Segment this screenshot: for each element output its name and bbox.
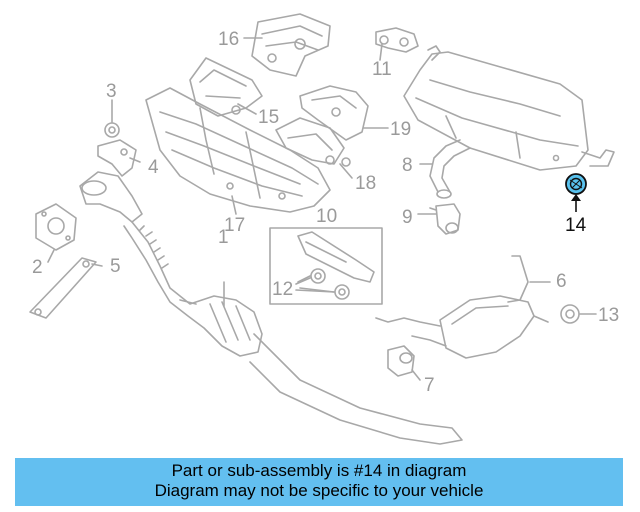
front-pipe-catalytic-part-1 [79, 171, 463, 445]
bracket-part-18 [275, 117, 351, 167]
callout-3: 3 [106, 81, 117, 102]
highlighted-mount-part-14[interactable] [565, 173, 587, 195]
center-muffler-part-6 [375, 255, 549, 359]
callout-10: 10 [316, 206, 338, 227]
heat-shield-part-16 [251, 13, 331, 77]
hanger-bracket-part-11 [375, 27, 419, 53]
exhaust-system-diagram [29, 13, 615, 445]
callout-19: 19 [390, 119, 412, 140]
banner-line-2: Diagram may not be specific to your vehi… [154, 481, 484, 500]
callout-18: 18 [355, 173, 377, 194]
bracket-part-5 [29, 257, 97, 319]
leader-lines [47, 37, 597, 381]
heat-shield-part-15 [189, 57, 263, 117]
gasket-part-2 [35, 203, 77, 251]
info-banner: Part or sub-assembly is #14 in diagram D… [15, 458, 623, 506]
callout-13: 13 [598, 305, 620, 326]
heat-shield-part-19 [299, 85, 369, 141]
nut-part-3 [104, 99, 120, 138]
clamp-part-7 [387, 345, 415, 377]
pipe-part-8 [429, 139, 471, 199]
bracket-part-4 [97, 139, 137, 177]
callout-5: 5 [110, 256, 121, 277]
rear-muffler [403, 45, 615, 171]
callout-12: 12 [272, 279, 294, 300]
callout-17: 17 [224, 215, 246, 236]
callout-7: 7 [424, 375, 435, 396]
callout-1: 1 [218, 227, 229, 248]
mount-part-13 [560, 304, 580, 324]
callout-16: 16 [218, 29, 240, 50]
clamp-part-9 [429, 203, 461, 235]
callout-15: 15 [258, 107, 280, 128]
callout-11: 11 [372, 59, 392, 80]
callout-8: 8 [402, 155, 413, 176]
underbody-shield-part-17 [145, 87, 331, 213]
callout-2: 2 [32, 257, 43, 278]
callout-6: 6 [556, 271, 567, 292]
callout-4: 4 [148, 157, 159, 178]
callout-9: 9 [402, 207, 413, 228]
leader-line-part-14 [571, 194, 581, 212]
callout-14[interactable]: 14 [565, 215, 587, 236]
banner-line-1: Part or sub-assembly is #14 in diagram [171, 461, 467, 480]
